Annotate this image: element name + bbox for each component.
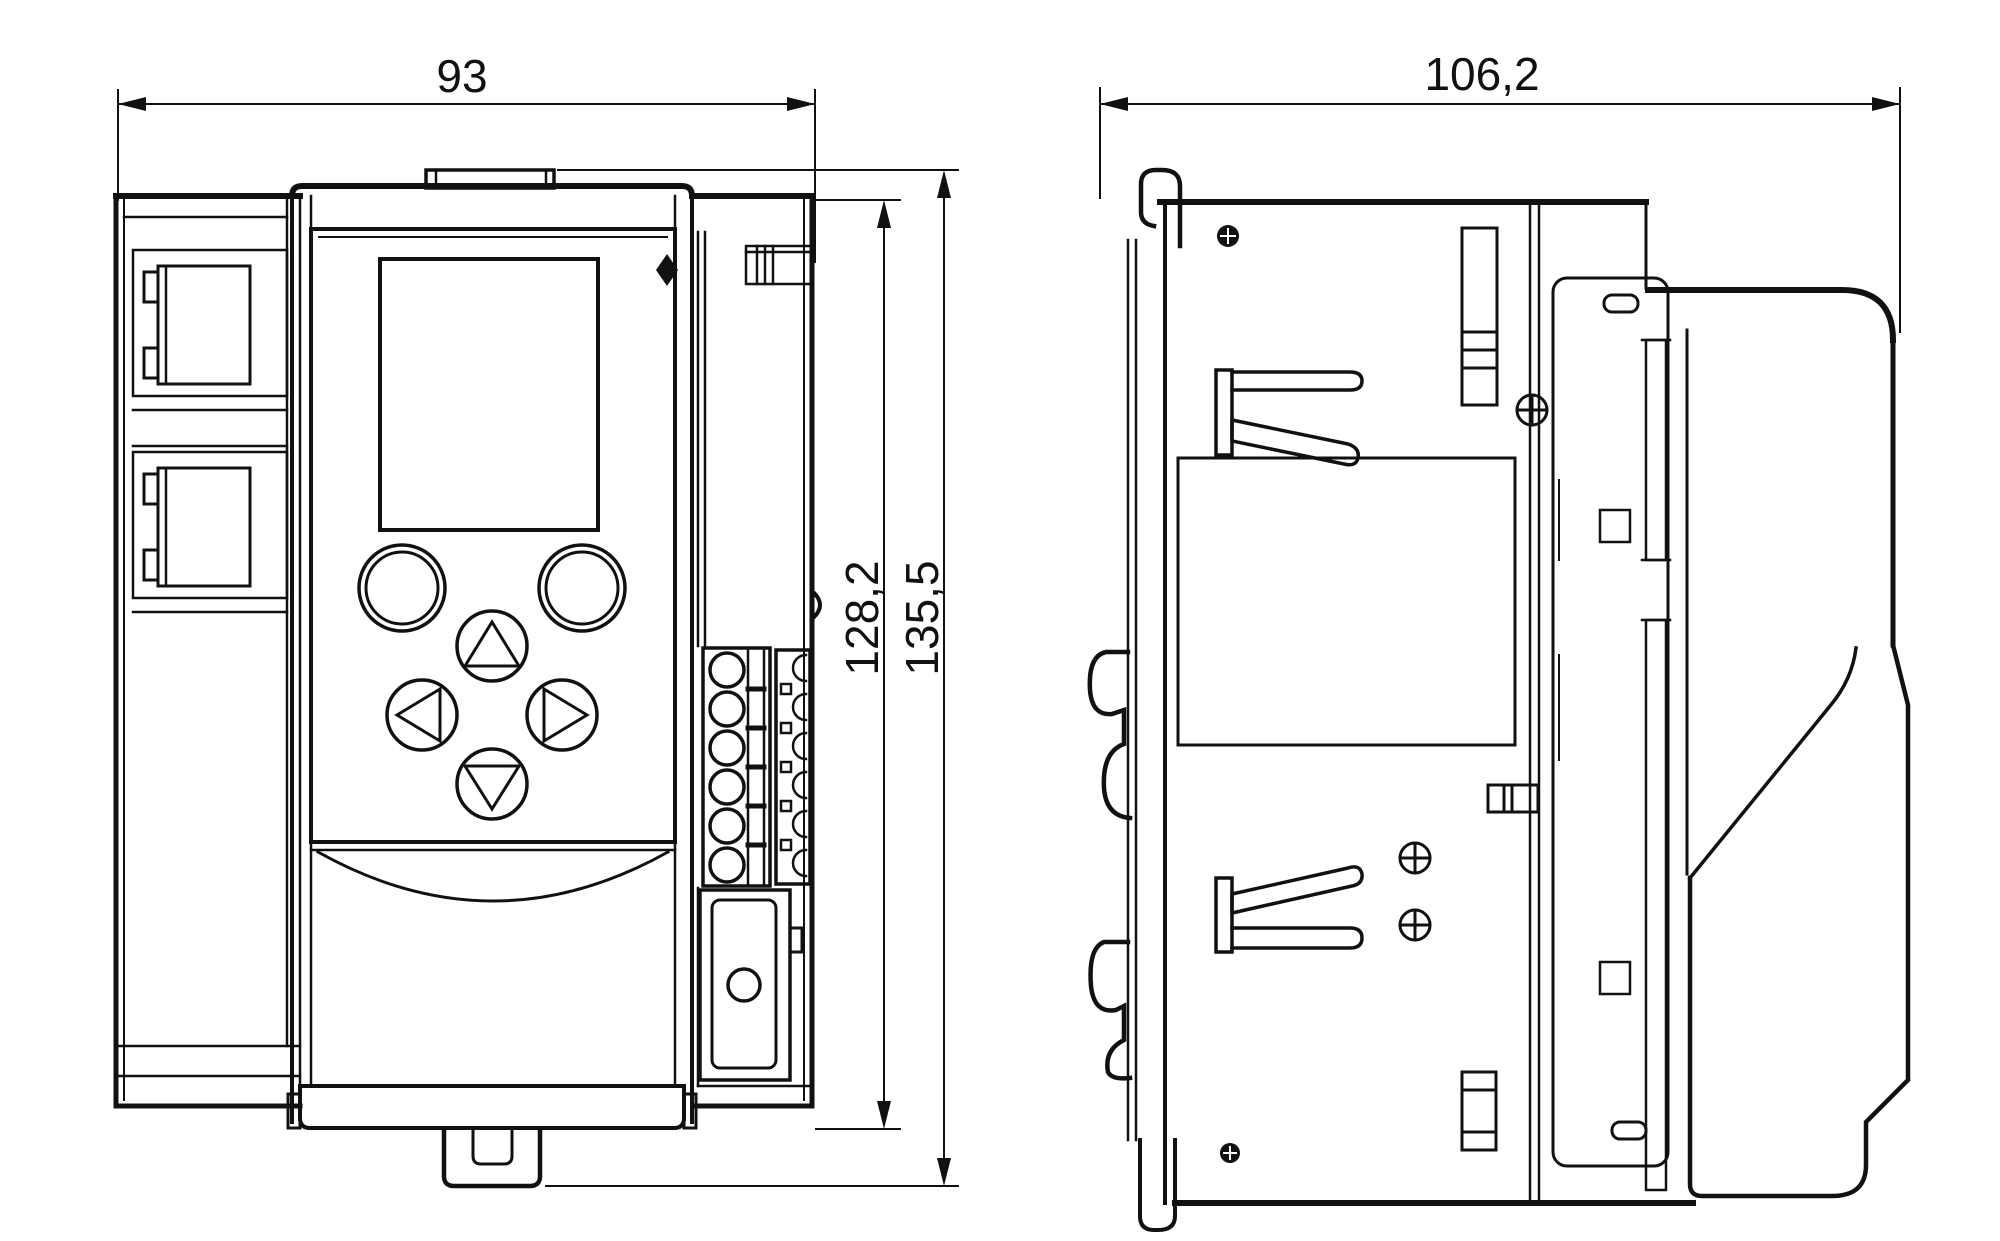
addressing-connector <box>698 888 804 1082</box>
square-slot <box>1598 960 1632 996</box>
slider-middle <box>1486 783 1540 814</box>
rail-claw-upper <box>1087 649 1133 821</box>
spring-fork-upper <box>1214 368 1364 467</box>
module-bottom-bar <box>286 1084 698 1130</box>
front-width-dimension <box>117 89 816 263</box>
function-button-left <box>357 543 447 633</box>
display-module <box>286 168 698 1189</box>
down-button <box>455 747 529 821</box>
spring-fork-lower <box>1214 865 1364 954</box>
terminal-side-contacts <box>774 648 812 886</box>
side-depth-dimension <box>1099 87 1901 333</box>
screw-cross-icons <box>1398 393 1549 942</box>
rail-claw-lower <box>1088 939 1133 1081</box>
side-bump <box>809 588 822 622</box>
overall-height-label: 135,5 <box>896 560 948 675</box>
arrowhead-icon <box>877 1101 891 1129</box>
terminal-block <box>701 646 812 888</box>
din-latch-tab <box>441 1127 543 1189</box>
slider-bottom <box>1460 1070 1498 1152</box>
arrowhead-icon <box>1100 97 1128 111</box>
keypad <box>357 543 627 821</box>
panel-arc <box>315 849 671 903</box>
triangle-left-icon <box>394 686 442 744</box>
arrowhead-icon <box>1872 97 1900 111</box>
label-area <box>1176 456 1517 747</box>
arrowhead-icon <box>118 97 146 111</box>
din-rail-profile <box>1087 238 1177 1232</box>
slider-top <box>1460 226 1499 407</box>
pill-slot <box>1610 1120 1648 1141</box>
arrowhead-icon <box>787 97 815 111</box>
side-body <box>1138 167 1696 1206</box>
front-body-outline <box>113 193 822 1109</box>
keypad-panel <box>309 227 677 844</box>
pill-slot <box>1602 293 1640 314</box>
body-height-dimension <box>815 199 901 1130</box>
lcd-display <box>378 257 600 532</box>
left-button <box>385 678 459 752</box>
side-depth-label: 106,2 <box>1424 48 1539 100</box>
cover-chamfer <box>1687 646 1858 881</box>
right-button <box>525 678 599 752</box>
arrowhead-icon <box>877 200 891 228</box>
side-cover <box>1645 287 1911 1199</box>
triangle-right-icon <box>542 686 590 744</box>
triangle-up-icon <box>462 619 522 668</box>
status-marker-icon <box>656 254 678 286</box>
connector-panel <box>1551 276 1672 1192</box>
top-right-clip <box>744 244 814 286</box>
screw-heads <box>1217 225 1549 1163</box>
rj45-port-bottom <box>131 450 289 614</box>
front-width-label: 93 <box>436 50 487 102</box>
function-button-right <box>537 543 627 633</box>
top-hook <box>1138 167 1183 249</box>
body-height-label: 128,2 <box>836 560 888 675</box>
front-view: 93 <box>113 50 959 1189</box>
side-view: 106,2 <box>1087 48 1911 1232</box>
triangle-down-icon <box>462 764 522 812</box>
overall-height-dimension <box>545 169 959 1187</box>
rj45-port-top <box>131 248 289 398</box>
square-slot <box>1598 508 1632 544</box>
arrowhead-icon <box>937 1158 951 1186</box>
guide-channel <box>1640 338 1672 1192</box>
up-button <box>455 609 529 683</box>
rail-foot <box>1138 1138 1177 1232</box>
arrowhead-icon <box>937 170 951 198</box>
